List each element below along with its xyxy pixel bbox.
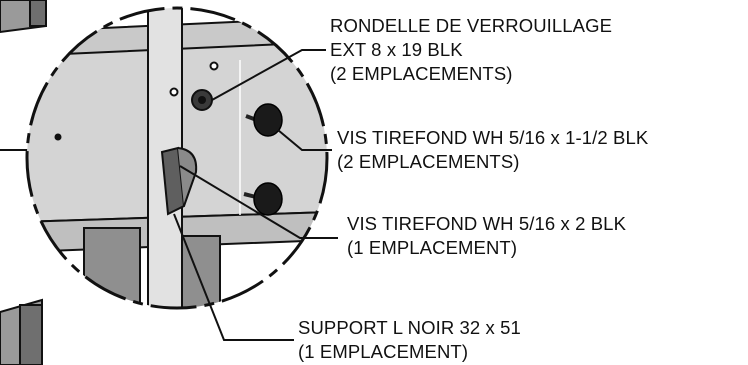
callout-lock-washer-line-2: EXT 8 x 19 BLK <box>330 39 463 60</box>
callout-lag-screw-long-line-2: (1 EMPLACEMENT) <box>347 237 518 258</box>
callout-lock-washer: RONDELLE DE VERROUILLAGE EXT 8 x 19 BLK … <box>330 14 612 86</box>
leader-lock-washer <box>211 49 326 101</box>
callout-lag-screw-long: VIS TIREFOND WH 5/16 x 2 BLK (1 EMPLACEM… <box>347 212 626 260</box>
outer-bracket-fragment-bottom <box>0 298 43 365</box>
callout-lock-washer-line-1: RONDELLE DE VERROUILLAGE <box>330 15 613 36</box>
callout-lag-screw-long-line-1: VIS TIREFOND WH 5/16 x 2 BLK <box>347 213 627 234</box>
leader-lag-screw-long <box>179 165 338 239</box>
leader-lag-screw-short <box>277 129 332 151</box>
callout-lag-screw-short: VIS TIREFOND WH 5/16 x 1-1/2 BLK (2 EMPL… <box>337 126 648 174</box>
callout-l-bracket-line-1: SUPPORT L NOIR 32 x 51 <box>298 317 521 338</box>
callout-l-bracket-line-2: (1 EMPLACEMENT) <box>298 341 469 362</box>
callout-lag-screw-short-line-1: VIS TIREFOND WH 5/16 x 1-1/2 BLK <box>337 127 649 148</box>
outer-bracket-fragment-top <box>0 0 47 34</box>
leader-lines <box>173 49 338 341</box>
magnified-detail-circle <box>27 8 327 308</box>
callout-l-bracket: SUPPORT L NOIR 32 x 51 (1 EMPLACEMENT) <box>298 316 521 364</box>
detail-circle-outline <box>25 6 329 310</box>
leader-l-bracket <box>173 213 294 341</box>
callout-lag-screw-short-line-2: (2 EMPLACEMENTS) <box>337 151 520 172</box>
callout-lock-washer-line-3: (2 EMPLACEMENTS) <box>330 63 513 84</box>
